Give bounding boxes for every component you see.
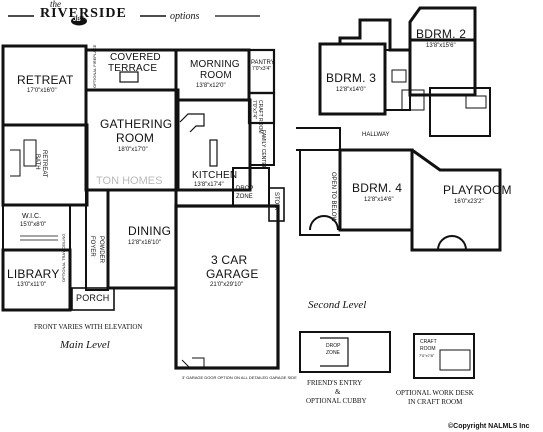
morning-room-dim: 13'8"x12'0" [196, 83, 226, 89]
bdrm3-label: BDRM. 3 [326, 71, 377, 85]
powder-label: POWDER [98, 236, 104, 263]
retreat-label: RETREAT [17, 73, 74, 87]
morning-room-line1: MORNING [190, 59, 240, 70]
bdrm4-dim: 12'8"x14'6" [364, 197, 394, 203]
pantry-label: PANTRY [251, 60, 275, 66]
family-center-label: FAMILY CENTER [260, 130, 266, 170]
garage-dim: 21'0"x29'10" [210, 282, 243, 288]
retreat-dim: 17'0"x16'0" [27, 88, 57, 94]
stoop-label: STOOP [273, 192, 279, 213]
wic-label: W.I.C. [22, 213, 42, 220]
detail-drop-zone-line1: DROP [326, 343, 341, 349]
kitchen-dim: 13'8"x17'4" [194, 182, 224, 188]
header-graphics [8, 15, 260, 26]
main-level-caption: Main Level [60, 339, 110, 351]
drop-zone-line1: DROP [236, 186, 254, 192]
library-label: LIBRARY [7, 267, 60, 281]
bdrm2-label: BDRM. 2 [416, 27, 467, 41]
front-varies-note: FRONT VARIES WITH ELEVATION [34, 323, 143, 331]
second-level-plan [296, 6, 502, 252]
friends-entry-line2: & [335, 388, 341, 396]
gathering-room-line1: GATHERING [100, 117, 173, 131]
detail-craft-room-dim: 7'0"x7'8" [419, 353, 435, 358]
morning-room-line2: ROOM [200, 70, 232, 81]
retreat-bath-line1: RETREAT [41, 150, 47, 178]
retreat-bath-line2: BATH [34, 154, 40, 170]
open-below-label: OPEN TO BELOW [330, 172, 336, 223]
craft-room-dim: 7'0"x7'4" [251, 100, 257, 120]
friends-entry-line1: FRIEND'S ENTRY [307, 379, 363, 387]
bdrm2-dim: 13'8"x15'6" [426, 43, 456, 49]
library-dim: 13'0"x11'0" [17, 282, 47, 288]
detail-drop-zone-line2: ZONE [326, 350, 340, 356]
option-details [299, 331, 475, 379]
porch-label: PORCH [76, 293, 110, 303]
copyright-notice: ©Copyright NALMLS Inc [448, 423, 530, 430]
watermark-brand: TON HOMES [96, 175, 163, 187]
garage-line2: GARAGE [206, 267, 259, 281]
main-level-plan [1, 44, 285, 370]
optional-fireplace-label: OPTIONAL FIREPLACE [92, 44, 97, 88]
gathering-room-dim: 18'0"x17'0" [118, 147, 148, 153]
bdrm4-label: BDRM. 4 [352, 181, 403, 195]
optional-tray-label: OPTIONAL TRAY CEILING [61, 233, 66, 282]
garage-door-note: 3' GARAGE DOOR OPTION ON ALL DETAILED GA… [182, 375, 297, 380]
work-desk-line1: OPTIONAL WORK DESK [396, 389, 474, 397]
foyer-label: FOYER [89, 236, 95, 257]
covered-terrace-line2: TERRACE [108, 63, 158, 74]
playroom-label: PLAYROOM [443, 183, 512, 197]
craft-room-label: CRAFT ROOM [257, 100, 263, 134]
jb-badge-shape [71, 16, 87, 26]
drop-zone-line2: ZONE [236, 194, 253, 200]
covered-terrace-line1: COVERED [110, 52, 161, 63]
dining-dim: 12'8"x16'10" [128, 240, 161, 246]
wic-dim: 15'0"x8'0" [20, 222, 47, 228]
bdrm3-dim: 12'8"x14'0" [336, 87, 366, 93]
detail-craft-room-line1: CRAFT [420, 339, 437, 345]
dining-label: DINING [128, 224, 172, 238]
hallway-label: HALLWAY [362, 132, 390, 138]
pantry-dim: 7'0"x3'4" [252, 66, 272, 72]
garage-line1: 3 CAR [211, 253, 248, 267]
friends-entry-line3: OPTIONAL CUBBY [306, 397, 367, 405]
second-level-caption: Second Level [308, 299, 367, 311]
playroom-dim: 16'0"x23'2" [454, 199, 484, 205]
kitchen-label: KITCHEN [192, 170, 238, 181]
detail-craft-room-line2: ROOM [420, 346, 436, 352]
jb-badge-text: JB [73, 17, 81, 23]
plan-title: RIVERSIDE [40, 6, 127, 21]
gathering-room-line2: ROOM [116, 131, 155, 145]
options-title: options [170, 11, 200, 22]
header-the-text: the [50, 0, 61, 9]
work-desk-line2: IN CRAFT ROOM [408, 398, 463, 406]
